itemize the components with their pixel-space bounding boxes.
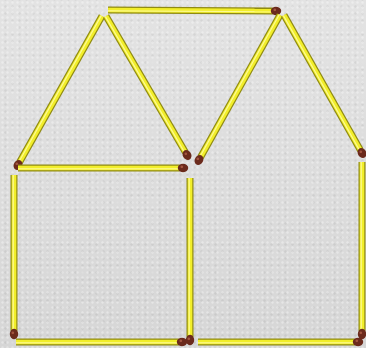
- matchstick-highlight: [19, 16, 102, 162]
- match-head-highlight: [180, 340, 183, 343]
- match-head-highlight: [15, 163, 18, 166]
- match-head: [358, 329, 366, 339]
- matchstick-highlight: [200, 15, 280, 157]
- match-head-highlight: [197, 158, 200, 161]
- match-head-highlight: [12, 332, 15, 335]
- matchstick-right-roof-left[interactable]: [193, 15, 280, 167]
- match-head-highlight: [356, 340, 359, 343]
- matchstick-square-top[interactable]: [18, 164, 188, 172]
- matchstick-square-right[interactable]: [186, 178, 194, 345]
- matchstick-right-roof-right[interactable]: [283, 15, 366, 160]
- matchstick-left-roof-left[interactable]: [12, 16, 102, 172]
- match-head-highlight: [360, 332, 363, 335]
- match-head-highlight: [274, 9, 277, 12]
- matchstick-left-roof-right[interactable]: [105, 16, 193, 162]
- matchstick-highlight: [283, 15, 360, 150]
- match-head: [178, 164, 188, 172]
- matchstick-right-wall[interactable]: [358, 162, 366, 339]
- match-head-highlight: [360, 151, 363, 154]
- matchstick-body: [284, 15, 361, 150]
- matchstick-square-left[interactable]: [10, 175, 18, 339]
- match-head: [271, 7, 281, 15]
- matchstick-body: [200, 15, 280, 157]
- matchstick-bottom-right[interactable]: [198, 338, 363, 346]
- match-head-highlight: [181, 166, 184, 169]
- match-head: [177, 338, 187, 346]
- matchstick-roof-top[interactable]: [108, 7, 281, 15]
- match-head: [186, 335, 194, 345]
- matchstick-body: [19, 16, 102, 162]
- matchstick-highlight: [105, 16, 184, 152]
- match-head: [10, 329, 18, 339]
- matchstick-square-bottom[interactable]: [16, 338, 187, 346]
- match-head-highlight: [188, 338, 191, 341]
- match-head-highlight: [185, 153, 188, 156]
- matchstick-body: [106, 16, 185, 152]
